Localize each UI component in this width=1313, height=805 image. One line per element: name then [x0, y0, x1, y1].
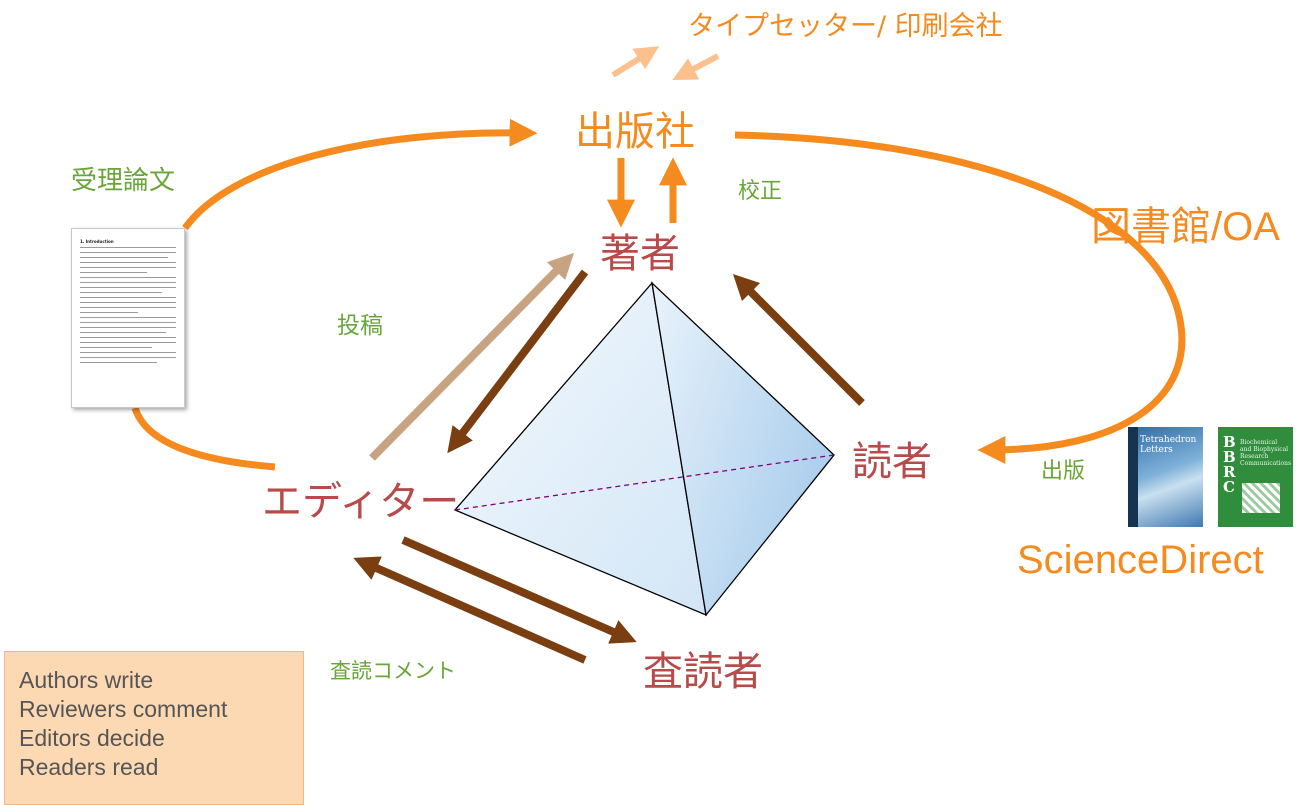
review-comments-label: 査読コメント [330, 659, 456, 683]
editor-label: エディター [262, 479, 460, 525]
bbrc-cover: BBRC Biochemical and Biophysical Researc… [1218, 427, 1293, 527]
tetrahedron [453, 281, 835, 617]
arrow-submission [369, 252, 574, 461]
arrow-from-typesetter [672, 53, 720, 81]
reader-label: 読者 [852, 439, 932, 485]
arrow-reviewer-to-editor [353, 556, 587, 664]
sciencedirect-logo: ScienceDirect [1017, 538, 1264, 582]
bbrc-cover-image [1242, 483, 1280, 513]
summary-line: Editors decide [19, 725, 165, 751]
bbrc-cover-title: Biochemical and Biophysical Research Com… [1240, 439, 1292, 467]
arrow-author-to-editor [447, 269, 589, 454]
proofreading-label: 校正 [738, 179, 783, 204]
author-label: 著者 [600, 231, 680, 277]
tetrahedron-hidden-edge [454, 454, 835, 511]
tetrahedron-right-face [651, 281, 835, 617]
typesetter-label: タイプセッター/ 印刷会社 [688, 11, 1003, 42]
reviewer-label: 査読者 [643, 649, 763, 695]
arrow-publisher-to-reader [734, 131, 1186, 464]
summary-box: Authors write Reviewers comment Editors … [4, 651, 304, 805]
arrow-paper-to-publisher [182, 118, 538, 231]
publication-label: 出版 [1041, 459, 1086, 484]
library-oa-label: 図書館/OA [1091, 205, 1280, 249]
arc-editor-to-paper [131, 406, 276, 471]
summary-line: Reviewers comment [19, 696, 228, 722]
submission-label: 投稿 [337, 313, 383, 339]
tetrahedron-cover-title: Tetrahedron Letters [1140, 435, 1197, 455]
arrow-reader-to-author [732, 273, 865, 406]
publisher-label: 出版社 [575, 109, 695, 155]
arrow-to-typesetter [611, 46, 660, 78]
tetrahedron-letters-cover: Tetrahedron Letters [1128, 427, 1203, 527]
arrow-editor-to-reviewer [401, 536, 637, 644]
accepted-paper-thumbnail: 1. Introduction [71, 228, 185, 408]
accepted-paper-label: 受理論文 [71, 166, 176, 196]
bbrc-cover-letters: BBRC [1223, 433, 1236, 496]
summary-line: Authors write [19, 667, 154, 693]
paper-heading: 1. Introduction [80, 239, 114, 244]
summary-line: Readers read [19, 754, 159, 780]
